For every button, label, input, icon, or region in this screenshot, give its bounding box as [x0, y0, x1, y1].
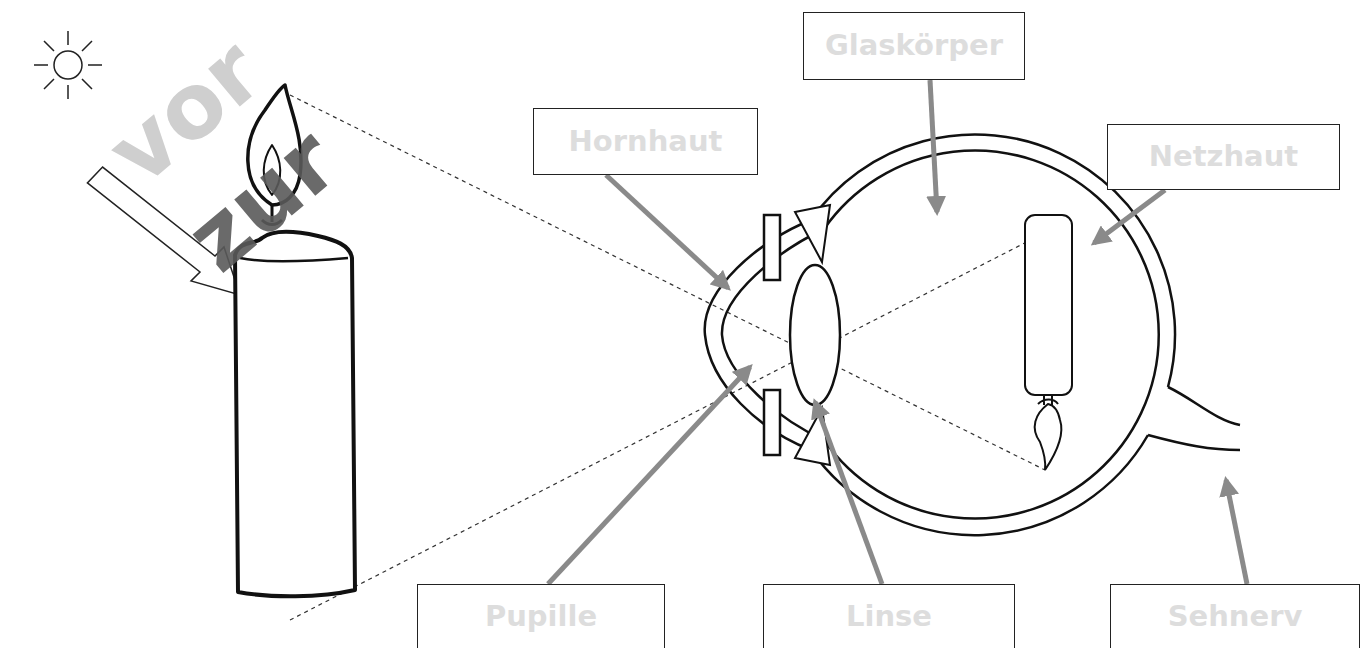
label-box: Sehnerv — [1110, 584, 1360, 648]
candle-rim — [240, 258, 348, 261]
leader-arrow — [1226, 480, 1247, 584]
leader-arrow — [548, 367, 750, 584]
candle-body — [235, 232, 355, 597]
inverted-flame — [1035, 404, 1062, 470]
label-box: Hornhaut — [533, 108, 758, 175]
part-name: Linse — [846, 601, 932, 633]
sun-disc — [54, 51, 82, 79]
label-box: Glaskörper — [803, 12, 1025, 80]
sun-symbol — [34, 31, 102, 99]
sclera-outer — [811, 435, 1148, 535]
sun-rays — [34, 31, 102, 99]
label-box: Netzhaut — [1107, 124, 1340, 190]
eyeball — [705, 134, 1240, 535]
ray-line — [290, 230, 1050, 620]
label-box: Pupille — [417, 584, 665, 648]
part-name: Netzhaut — [1149, 141, 1298, 173]
label-box: Linse — [763, 584, 1015, 648]
light-arrow — [87, 167, 240, 295]
iris-upper — [764, 215, 780, 280]
iris-lower — [764, 390, 780, 455]
part-name: Pupille — [485, 601, 597, 633]
optic-nerve-line — [1148, 435, 1240, 450]
leader-arrow — [606, 175, 728, 288]
retina-image — [1025, 215, 1072, 470]
eye-lens — [790, 265, 840, 405]
watermark: zur — [171, 114, 352, 286]
part-name: Glaskörper — [825, 30, 1003, 62]
inverted-candle-body — [1025, 215, 1072, 395]
optic-nerve-line — [1168, 387, 1240, 425]
sclera-inner — [824, 151, 1159, 519]
part-name: Hornhaut — [569, 126, 723, 158]
leader-arrow — [815, 402, 882, 584]
flame-core — [264, 145, 281, 195]
leader-arrow — [930, 80, 937, 212]
leader-arrow — [1094, 190, 1165, 243]
candle-flame — [248, 85, 301, 205]
candle-wick — [262, 205, 282, 225]
watermark: vor — [93, 25, 277, 200]
candle — [235, 85, 355, 596]
part-name: Sehnerv — [1168, 601, 1303, 633]
